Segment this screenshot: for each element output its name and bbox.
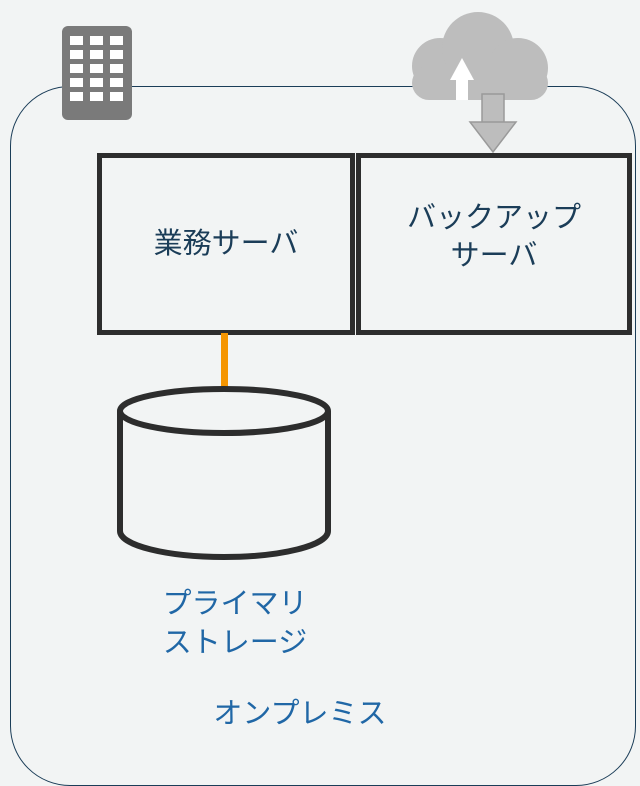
backup-server-box: バックアップ サーバ — [356, 153, 632, 335]
backup-server-label-line2: サーバ — [450, 238, 538, 272]
business-server-box: 業務サーバ — [97, 153, 355, 335]
primary-storage-label: プライマリ ストレージ — [110, 584, 360, 662]
server-storage-connector — [221, 333, 228, 391]
onprem-label: オンプレミス — [213, 696, 387, 730]
storage-label-line1: プライマリ — [162, 586, 308, 620]
office-building-icon — [62, 26, 132, 120]
diagram-canvas: 業務サーバ バックアップ サーバ プライマリ ストレージ オンプレミス — [10, 6, 636, 786]
business-server-label: 業務サーバ — [153, 226, 299, 261]
backup-server-label: バックアップ サーバ — [407, 199, 581, 274]
storage-label-line2: ストレージ — [162, 625, 308, 660]
backup-server-label-line1: バックアップ — [406, 200, 581, 235]
cloud-upload-icon — [400, 6, 552, 158]
database-cylinder-icon — [114, 385, 334, 563]
